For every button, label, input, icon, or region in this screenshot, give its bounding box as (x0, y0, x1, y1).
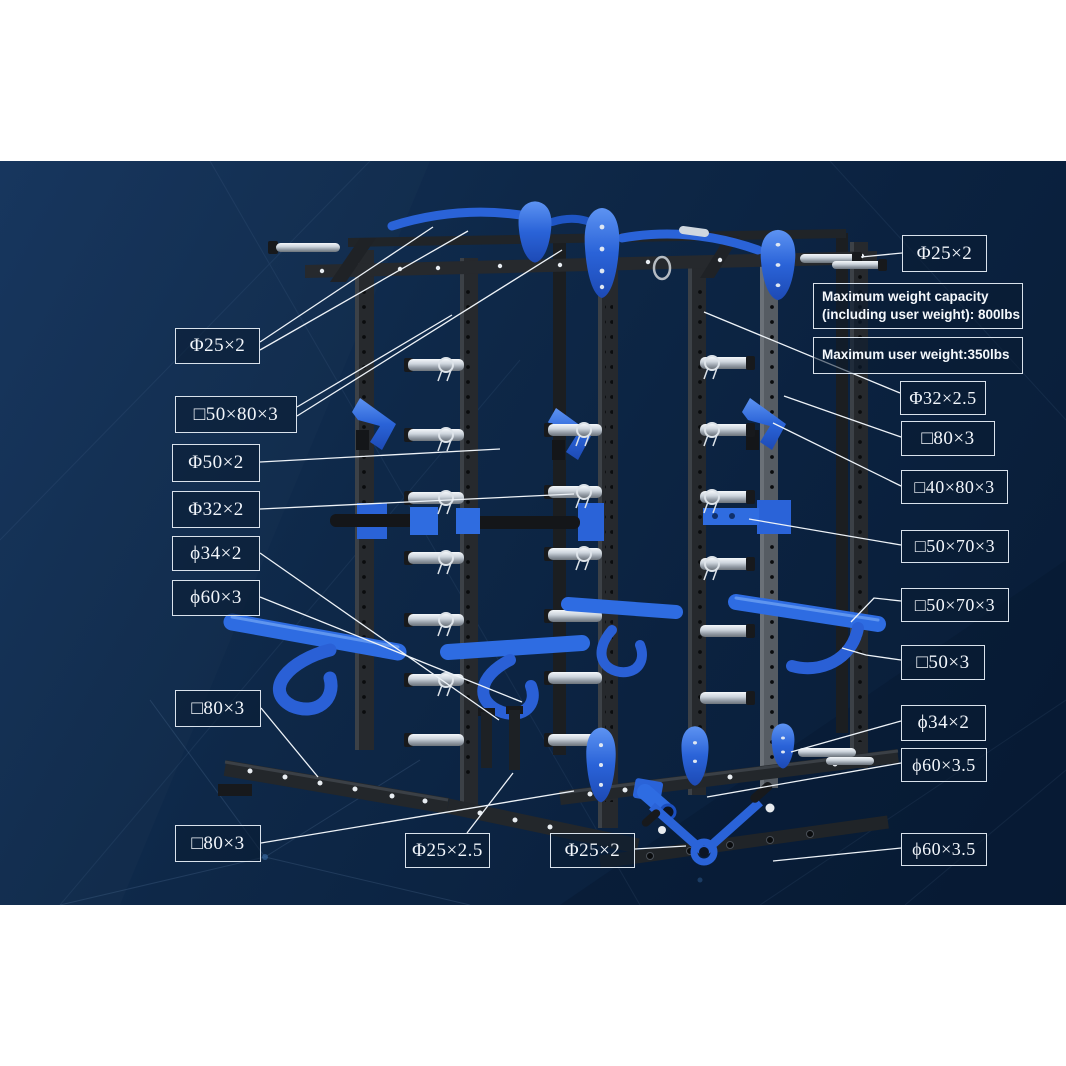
dimension-label-left-1: Φ25×2 (175, 328, 260, 364)
max-user-weight-box: Maximum user weight:350lbs (813, 337, 1023, 374)
dimension-label-bottom-2: Φ25×2 (550, 833, 635, 868)
dimension-label-right-8: ϕ34×2 (901, 705, 986, 741)
blue-arms (223, 594, 886, 720)
max-weight-line1: Maximum weight capacity (822, 288, 989, 304)
max-weight-line2: (including user weight): 800lbs (822, 307, 1021, 322)
base-frame (218, 706, 899, 869)
dimension-label-right-9: ϕ60×3.5 (901, 748, 987, 782)
dimension-label-right-5: □50×70×3 (901, 530, 1009, 563)
dimension-label-right-7: □50×3 (901, 645, 985, 680)
dimension-label-left-7: □80×3 (175, 690, 261, 727)
weight-storage-pegs (404, 355, 755, 747)
power-rack (218, 201, 899, 869)
dimension-label-left-2: □50×80×3 (175, 396, 297, 433)
dimension-label-right-4: □40×80×3 (901, 470, 1008, 504)
dimension-label-right-2: Φ32×2.5 (900, 381, 986, 415)
dimension-label-right-6: □50×70×3 (901, 588, 1009, 622)
max-user-weight-text: Maximum user weight:350lbs (822, 347, 1010, 363)
dimension-label-left-4: Φ32×2 (172, 491, 260, 528)
dimension-label-right-10: ϕ60×3.5 (901, 833, 987, 866)
dimension-label-left-8: □80×3 (175, 825, 261, 862)
max-weight-capacity-box: Maximum weight capacity (including user … (813, 283, 1023, 329)
top-gussets (518, 201, 796, 301)
dimension-label-left-3: Φ50×2 (172, 444, 260, 482)
landmine-attachment (632, 778, 775, 866)
dimension-label-right-1: Φ25×2 (902, 235, 987, 272)
dimension-label-left-6: ϕ60×3 (172, 580, 260, 616)
dimension-label-left-5: ϕ34×2 (172, 536, 260, 571)
leader-lines (259, 226, 903, 862)
top-chrome-bars (268, 241, 887, 271)
bar-catchers (330, 500, 791, 541)
dimension-label-right-3: □80×3 (901, 421, 995, 456)
dimension-label-bottom-1: Φ25×2.5 (405, 833, 490, 868)
